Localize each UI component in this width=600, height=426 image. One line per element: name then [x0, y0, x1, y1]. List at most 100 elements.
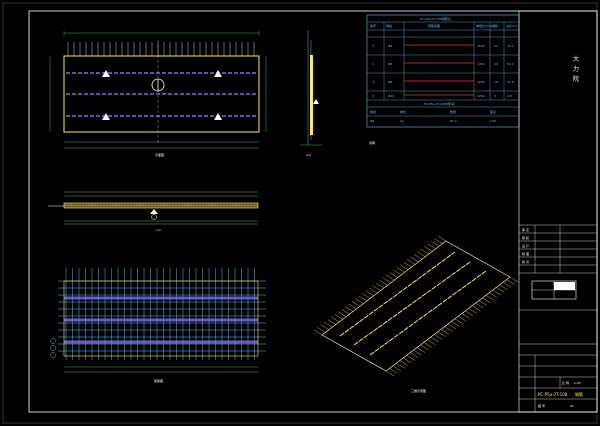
svg-text:1360: 1360 — [477, 62, 485, 66]
rebar-end — [447, 323, 457, 330]
rebar-end — [431, 241, 440, 247]
rebar-end — [499, 284, 508, 291]
lift-point-icon — [214, 70, 222, 77]
svg-text:40: 40 — [494, 62, 498, 66]
rebar-end — [317, 327, 326, 333]
rebar-end — [489, 292, 498, 298]
rebar-end — [403, 261, 412, 268]
rebar-end — [320, 324, 329, 330]
rebar-end — [341, 308, 350, 315]
rebar-callout-icon — [50, 352, 56, 358]
rebar-end — [358, 295, 367, 302]
rebar-table-header: 钢筋简图 — [428, 23, 440, 28]
rebar-end — [385, 370, 395, 377]
rebar-end — [379, 280, 388, 286]
rebar-end — [454, 318, 463, 324]
rebar-end — [496, 287, 505, 293]
rebar-table-header: 编号 — [370, 23, 376, 28]
rebar-end — [485, 295, 494, 301]
rebar-end — [420, 248, 429, 255]
rebar-end — [427, 243, 436, 250]
summary-table-title: PC-P5a-2T-108材料表 — [424, 101, 455, 106]
svg-text:制 图: 制 图 — [522, 251, 529, 256]
svg-text:3: 3 — [494, 94, 496, 98]
svg-text:Φ8: Φ8 — [388, 44, 392, 48]
svg-text:C30: C30 — [490, 119, 496, 123]
drawing-name: PC-P5a-2T-108 — [538, 392, 568, 397]
rebar-end — [362, 293, 371, 299]
rebar-end — [478, 300, 488, 306]
svg-text:图 号: 图 号 — [538, 403, 545, 408]
svg-text:78.1: 78.1 — [507, 44, 514, 48]
svg-text:Φ10: Φ10 — [388, 94, 394, 98]
svg-text:1:25: 1:25 — [574, 381, 581, 385]
rebar-end — [468, 308, 477, 314]
rebar-end — [413, 254, 422, 260]
lift-point-icon — [214, 113, 222, 120]
rebar-end — [327, 319, 336, 325]
rebar-end — [465, 310, 474, 317]
rebar-end — [413, 349, 422, 356]
rebar-end — [365, 290, 374, 297]
rebar-end — [331, 316, 340, 323]
svg-text:Φ8: Φ8 — [388, 62, 392, 66]
svg-text:3260: 3260 — [477, 94, 485, 98]
isometric-view: 三维示意图 — [313, 235, 519, 393]
rebar-end — [461, 313, 470, 319]
section-view-label: 1-1 — [156, 228, 161, 232]
rebar-end — [386, 274, 395, 281]
svg-text:③: ③ — [372, 80, 375, 84]
rebar-end — [369, 288, 378, 294]
rebar-end — [389, 368, 398, 374]
rebar-end — [334, 314, 343, 320]
rebar-end — [423, 342, 432, 348]
rebar-end — [444, 326, 453, 332]
rebar-end — [375, 282, 385, 289]
svg-text:54.4: 54.4 — [507, 62, 514, 66]
rebar-end — [458, 315, 467, 322]
rebar-table-header: 根数 — [492, 23, 498, 28]
rebar-end — [389, 272, 398, 278]
plan-top-rebar-ends — [67, 42, 255, 56]
svg-text:3260: 3260 — [477, 80, 485, 84]
rebar-end — [420, 344, 429, 351]
drawing-name-suffix: 钢筋 — [575, 391, 583, 397]
svg-text:审 核: 审 核 — [522, 235, 529, 240]
rebar-end — [434, 238, 443, 244]
rebar-end — [427, 339, 436, 345]
rebar-end — [437, 235, 447, 242]
rebar-callout-icon — [50, 338, 56, 344]
rebar-end — [451, 321, 460, 327]
rebar-end — [417, 251, 426, 257]
rebar-end — [475, 302, 484, 309]
iso-rebar-ends — [313, 235, 519, 377]
rebar-end — [338, 311, 347, 317]
notes-label: 说明 — [369, 140, 375, 145]
rebar-end — [509, 276, 519, 283]
svg-text:②: ② — [372, 62, 375, 66]
rebar-end — [372, 285, 381, 291]
plan-view-label: 平面图 — [155, 153, 164, 157]
rebar-end — [434, 334, 443, 340]
svg-text:65.4: 65.4 — [450, 119, 457, 123]
rebar-end — [400, 264, 409, 270]
svg-text:①: ① — [372, 44, 375, 48]
svg-text:类别: 类别 — [370, 109, 376, 114]
page-number: 01 — [570, 404, 574, 408]
rebar-end — [416, 347, 426, 353]
rebar-end — [506, 279, 515, 285]
rebar-table: PC-P5a-2T-108钢筋表 编号 规格 钢筋简图 单根长(mm) 根数 总… — [366, 14, 520, 128]
iso-view-label: 三维示意图 — [411, 388, 426, 393]
rebar-table-title: PC-P5a-2T-108钢筋表 — [420, 16, 451, 21]
rebar-end — [382, 277, 391, 283]
rebar-end — [351, 301, 360, 307]
org-name: 院 — [573, 75, 579, 83]
side-view: 2-2 — [300, 30, 322, 157]
svg-text:3550: 3550 — [477, 44, 485, 48]
rebar-end — [437, 331, 446, 338]
rebar-end — [396, 267, 405, 273]
rebar-end — [399, 360, 408, 366]
side-view-label: 2-2 — [306, 153, 311, 157]
rebar-table-header: 单根长(mm) — [476, 23, 493, 28]
